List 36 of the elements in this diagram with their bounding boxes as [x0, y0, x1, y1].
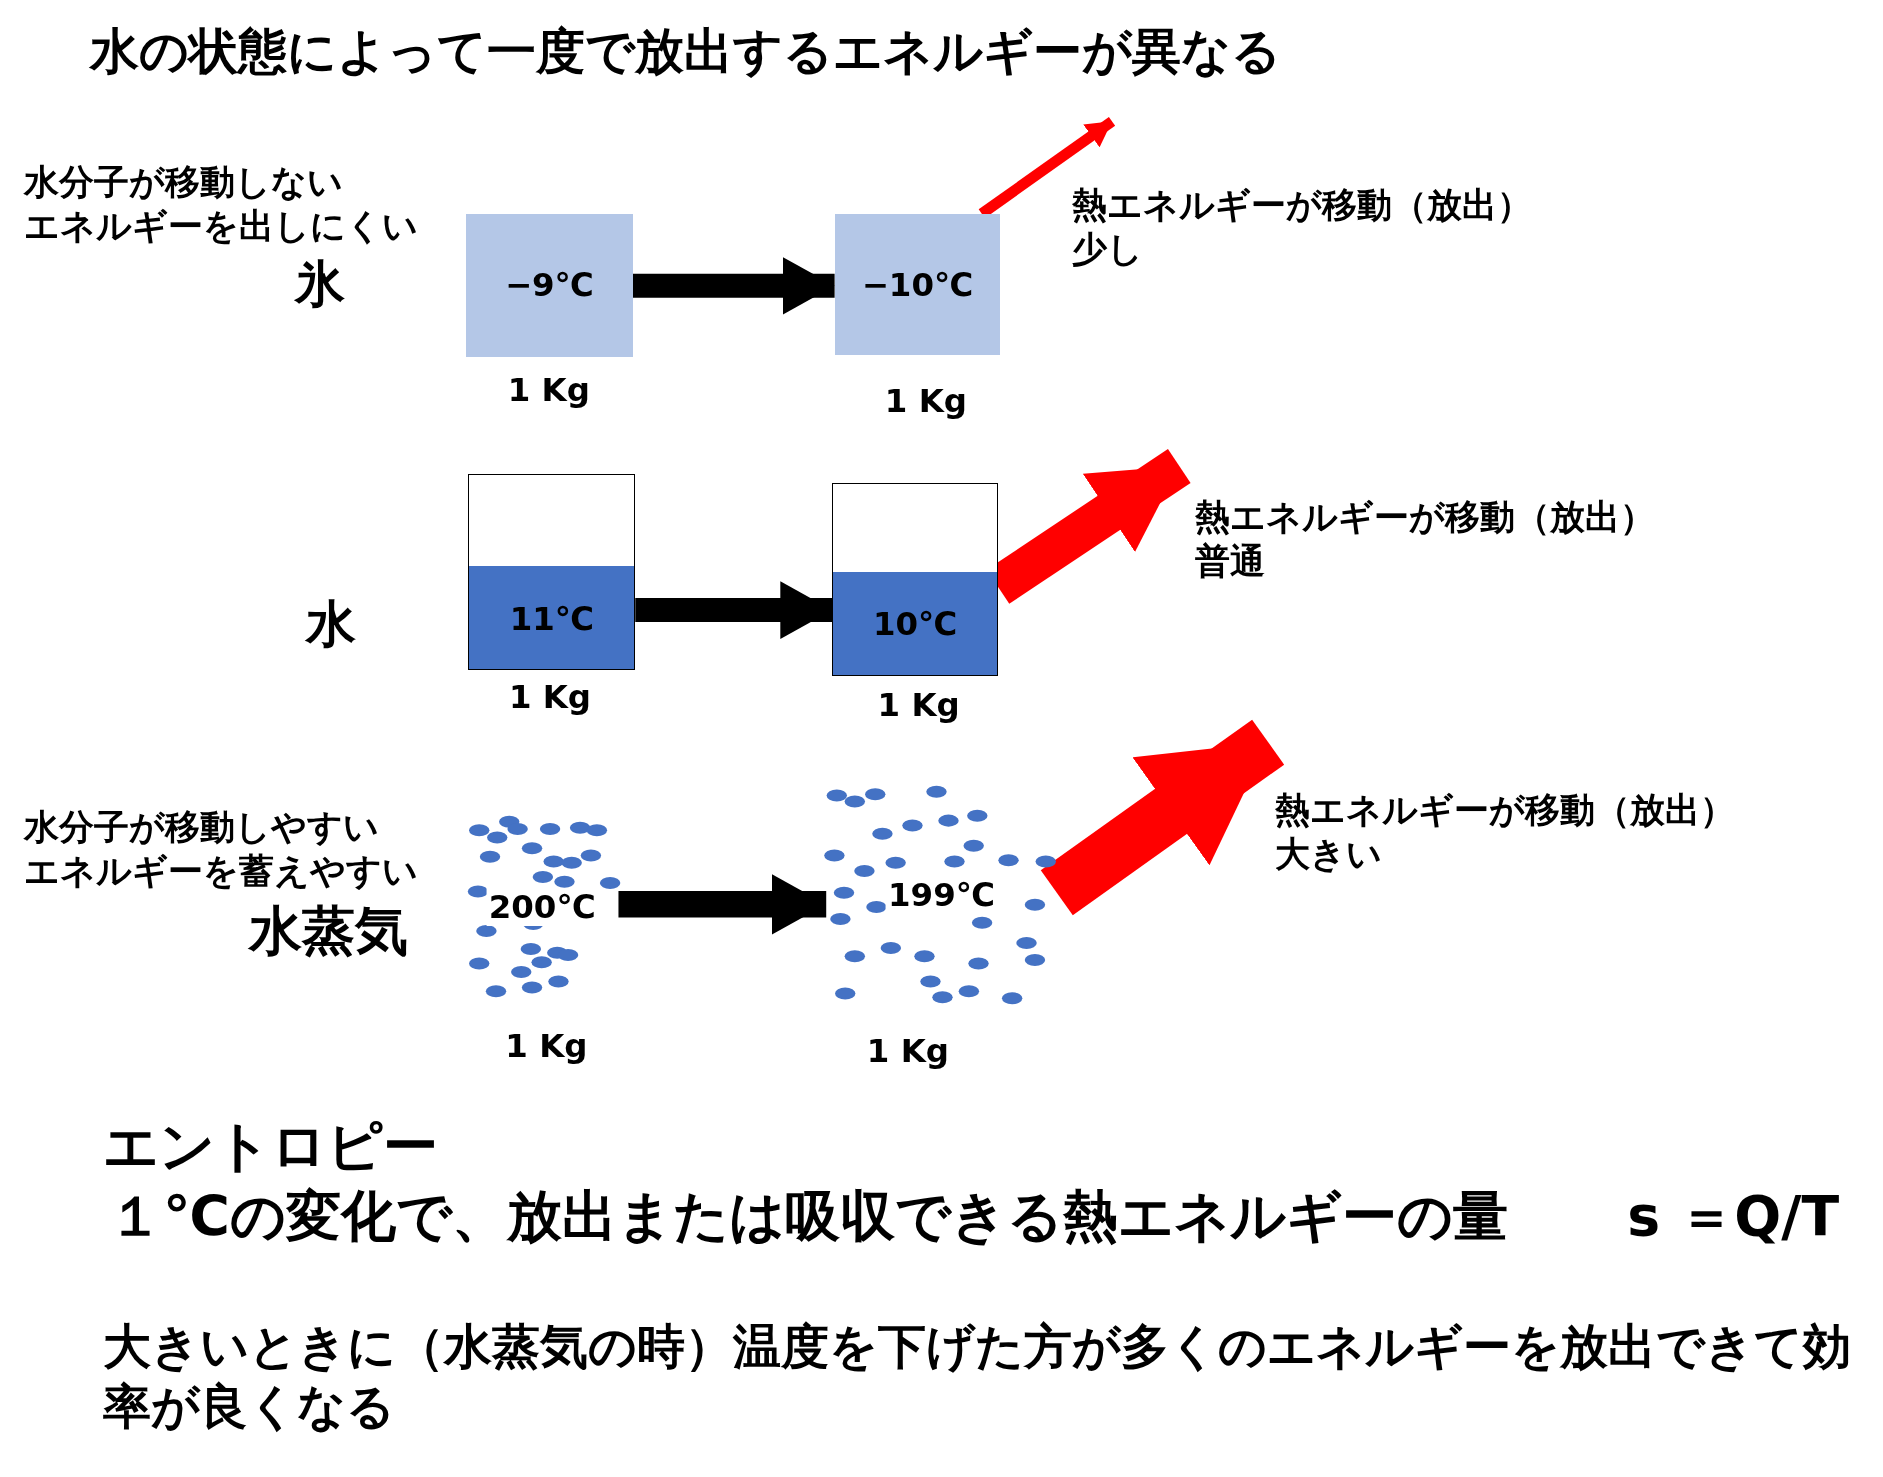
mass-label: 1 Kg: [884, 382, 967, 421]
note: 熱エネルギーが移動（放出）: [1072, 183, 1533, 227]
water-container: [832, 482, 998, 677]
state-label: 水: [306, 593, 357, 656]
conclusion: 大きいときに（水蒸気の時）温度を下げた方が多くのエネルギーを放出できて効率が良くなる: [103, 1317, 1853, 1437]
note: エネルギーを出しにくい: [24, 205, 418, 249]
state-label: 氷: [295, 253, 346, 316]
title: 水の状態によって一度で放出するエネルギーが異なる: [90, 21, 1282, 83]
definition: １℃の変化で、放出または吸収できる熱エネルギーの量: [108, 1182, 1508, 1250]
mass-label: 1 Kg: [508, 677, 592, 716]
mass-label: 1 Kg: [507, 371, 590, 410]
mass-label: 1 Kg: [877, 685, 960, 724]
water-container: [468, 474, 636, 671]
arrow: [618, 873, 827, 935]
arrow: [1040, 719, 1285, 916]
ice-block: [465, 213, 633, 357]
heading: エントロピー: [103, 1113, 439, 1180]
mass-label: 1 Kg: [505, 1026, 588, 1065]
temperature-label: −10℃: [861, 265, 974, 304]
temperature-label: 11℃: [509, 599, 594, 638]
arrow: [635, 581, 833, 639]
mass-label: 1 Kg: [866, 1031, 949, 1070]
temperature-label: −9℃: [504, 266, 594, 305]
note: 熱エネルギーが移動（放出）: [1275, 789, 1736, 832]
note: 少し: [1072, 228, 1144, 272]
temperature-label: 10℃: [872, 605, 958, 644]
arrow: [632, 257, 835, 315]
note: 熱エネルギーが移動（放出）: [1194, 495, 1655, 539]
ice-block: [834, 213, 1001, 356]
note: 大きい: [1275, 833, 1383, 877]
note: 普通: [1194, 540, 1265, 584]
note: 水分子が移動しやすい: [24, 805, 379, 849]
note: エネルギーを蓄えやすい: [24, 850, 418, 894]
formula: s ＝Q/T: [1627, 1182, 1840, 1250]
note: 水分子が移動しない: [24, 160, 343, 204]
state-label: 水蒸気: [248, 899, 408, 964]
